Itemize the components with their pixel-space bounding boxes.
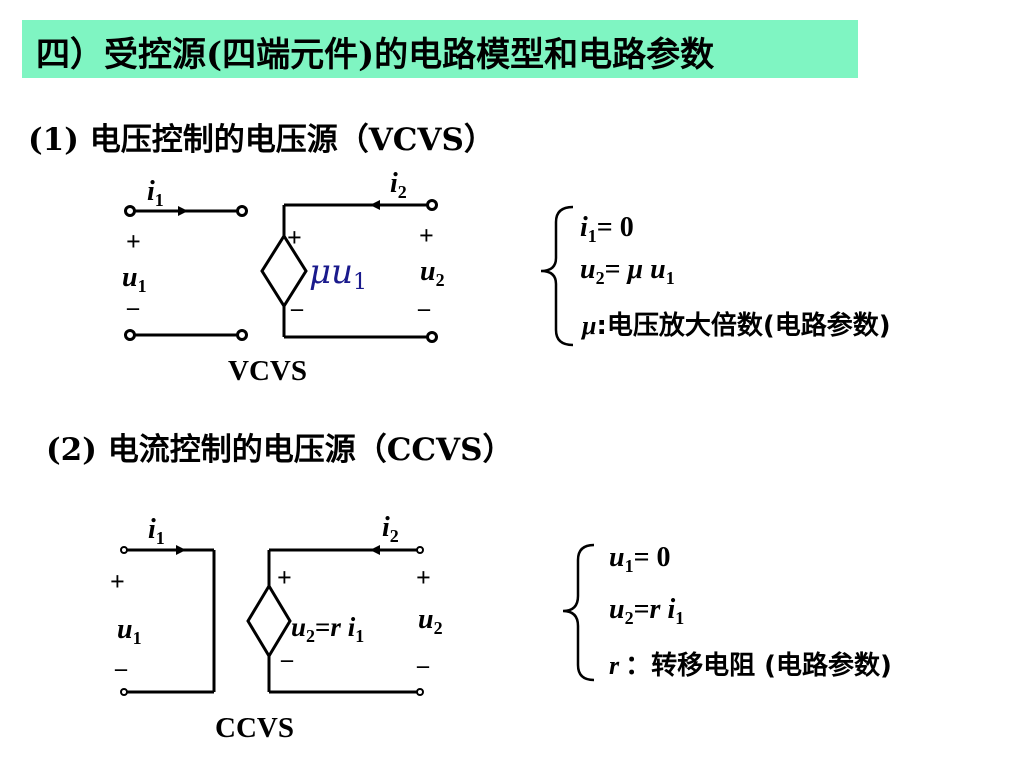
vcvs-circuit: [124, 199, 438, 343]
vcvs-terminal: [236, 205, 248, 217]
page-title: 四）受控源(四端元件)的电路模型和电路参数: [36, 35, 715, 75]
ccvs-caption: CCVS: [215, 712, 294, 744]
ccvs-eq1: u1= 0: [609, 542, 671, 576]
ccvs-u2-label: u2: [418, 604, 443, 638]
vcvs-eq1: i1= 0: [580, 212, 634, 246]
vcvs-terminal: [124, 329, 136, 341]
vcvs-eq2: u2= μ u1: [580, 254, 675, 288]
vcvs-i2-label: i2: [390, 168, 407, 202]
ccvs-eq2: u2=r i1: [609, 594, 684, 628]
vcvs-u2-label: u2: [420, 256, 445, 290]
vcvs-terminal: [426, 199, 438, 211]
vcvs-minus-left: –: [126, 295, 140, 321]
ccvs-minus-left: –: [114, 656, 128, 682]
vcvs-plus-right: +: [419, 221, 434, 250]
vcvs-minus-right: –: [417, 296, 431, 322]
ccvs-equation-brace: [562, 543, 595, 682]
vcvs-dependent-source: [260, 233, 308, 309]
section-heading-vcvs: (1) 电压控制的电压源（VCVS）: [28, 122, 495, 158]
ccvs-minus-right: –: [416, 653, 430, 679]
vcvs-terminal: [236, 329, 248, 341]
ccvs-terminal: [120, 688, 128, 696]
ccvs-source-value: u2=r i1: [291, 612, 364, 646]
ccvs-i2-label: i2: [382, 512, 399, 546]
vcvs-terminal: [426, 331, 438, 343]
ccvs-i1-label: i1: [148, 514, 165, 548]
vcvs-plus-left: +: [126, 227, 141, 256]
ccvs-terminal: [416, 546, 424, 554]
ccvs-plus-right: +: [416, 563, 431, 592]
vcvs-equation-brace: [540, 205, 574, 347]
title-banner: 四）受控源(四端元件)的电路模型和电路参数: [22, 20, 858, 78]
vcvs-i1-label: i1: [147, 176, 164, 210]
ccvs-u1-label: u1: [117, 614, 142, 648]
vcvs-caption: VCVS: [228, 355, 307, 387]
ccvs-plus-source: +: [277, 563, 292, 592]
vcvs-source-value: μu1: [309, 252, 367, 295]
vcvs-u1-label: u1: [122, 262, 147, 296]
ccvs-circuit: [120, 545, 424, 696]
ccvs-terminal: [120, 546, 128, 554]
ccvs-param: r：转移电阻 (电路参数): [609, 650, 892, 681]
vcvs-plus-source: +: [287, 223, 302, 252]
vcvs-minus-source: –: [290, 296, 304, 322]
ccvs-terminal: [416, 688, 424, 696]
ccvs-plus-left: +: [110, 567, 125, 596]
ccvs-minus-source: –: [280, 647, 294, 673]
ccvs-dependent-source: [246, 583, 292, 659]
vcvs-terminal: [124, 205, 136, 217]
vcvs-param: μ:电压放大倍数(电路参数): [580, 310, 891, 341]
section-heading-ccvs: (2) 电流控制的电压源（CCVS）: [46, 432, 514, 468]
